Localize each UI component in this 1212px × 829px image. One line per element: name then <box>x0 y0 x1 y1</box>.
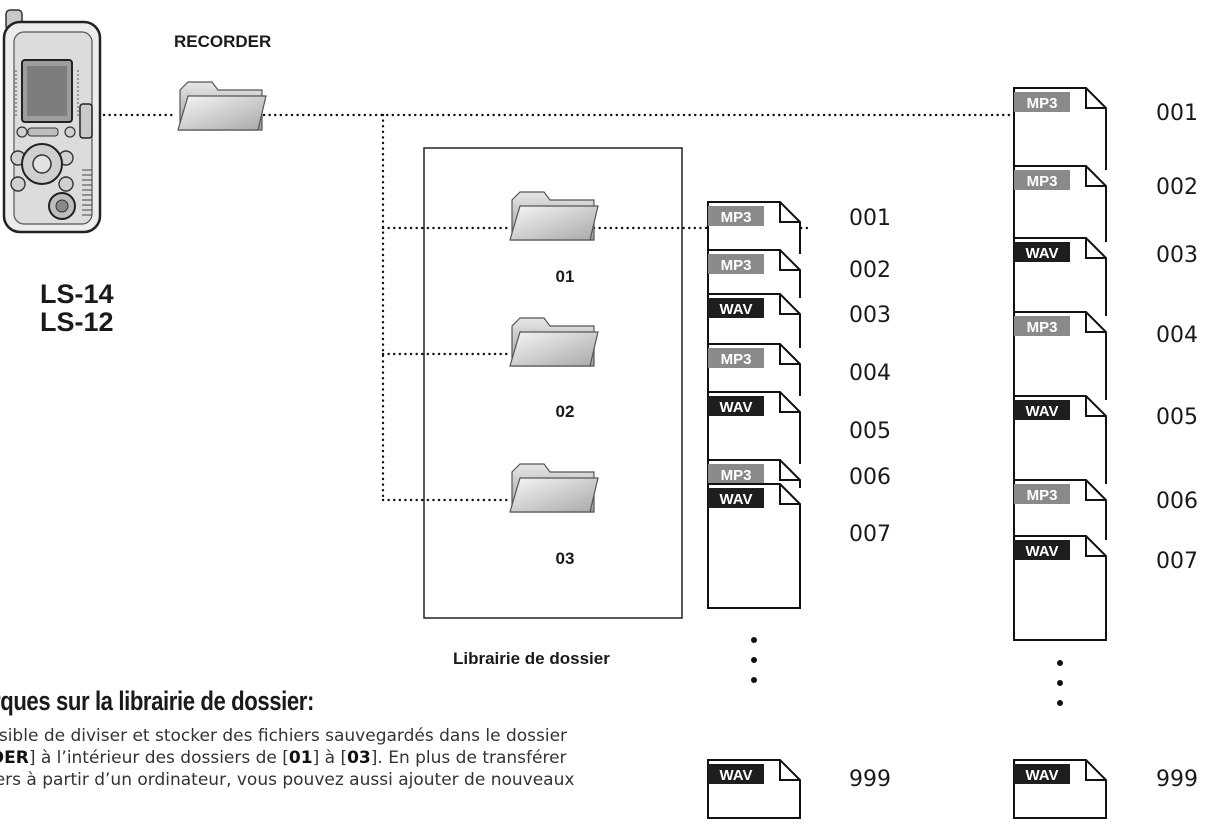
root-folder-label: RECORDER <box>174 32 271 51</box>
page-fold-icon <box>1085 760 1106 781</box>
folder-03-label: 03 <box>556 549 575 568</box>
file-type-badge-text: MP3 <box>721 257 752 274</box>
file-type-badge-text: MP3 <box>721 351 752 368</box>
voice-recorder-icon <box>2 9 102 234</box>
file-type-badge <box>1014 242 1070 262</box>
folder-library-caption: Librairie de dossier <box>453 649 610 668</box>
file-type-badge <box>1014 540 1070 560</box>
folder-library-box <box>423 147 683 619</box>
page-fold-icon <box>779 344 800 365</box>
file-type-badge-text: WAV <box>1025 245 1058 262</box>
file-type-badge-text: MP3 <box>1027 319 1058 336</box>
file-number: 002 <box>849 258 891 283</box>
page-fold-icon <box>779 760 800 781</box>
file-number: 003 <box>1156 243 1198 268</box>
ellipsis-dot <box>751 657 757 663</box>
folder-01-label: 01 <box>556 267 575 286</box>
ellipsis-dot <box>1057 700 1063 706</box>
file-type-badge <box>708 348 764 368</box>
file-type-badge-text: WAV <box>1025 543 1058 560</box>
notes-line-2-bold: DER <box>0 748 29 768</box>
device-model-1: LS-14 <box>40 279 114 309</box>
file-type-badge <box>1014 316 1070 336</box>
file-type-badge-text: MP3 <box>1027 487 1058 504</box>
file-type-badge-text: MP3 <box>721 209 752 226</box>
folder-02-icon[interactable] <box>509 317 599 367</box>
file-type-badge <box>1014 484 1070 504</box>
file-type-badge <box>1014 764 1070 784</box>
ellipsis-dot <box>751 637 757 643</box>
file-number: 004 <box>1156 323 1198 348</box>
folder-library-notes: rques sur la librairie de dossier: ssibl… <box>0 686 690 791</box>
file-type-badge <box>708 396 764 416</box>
page-fold-icon <box>779 392 800 413</box>
page-fold-icon <box>779 460 800 481</box>
file-type-badge <box>708 464 764 484</box>
page-fold-icon <box>779 250 800 271</box>
file-number: 007 <box>849 522 891 547</box>
file-type-badge-text: WAV <box>719 767 752 784</box>
file-type-badge <box>708 254 764 274</box>
page-fold-icon <box>779 294 800 315</box>
notes-title: rques sur la librairie de dossier: <box>0 686 314 716</box>
page-fold-icon <box>1085 480 1106 501</box>
page-fold-icon <box>1085 88 1106 109</box>
ellipsis-dot <box>1057 660 1063 666</box>
file-number: 005 <box>849 419 891 444</box>
file-type-badge-text: MP3 <box>1027 95 1058 112</box>
ellipsis-dot <box>751 677 757 683</box>
file-number: 999 <box>1156 767 1198 792</box>
file-type-badge-text: WAV <box>719 301 752 318</box>
folder-03-icon[interactable] <box>509 463 599 513</box>
file-number: 999 <box>849 767 891 792</box>
device-model-2: LS-12 <box>40 307 114 337</box>
folder-02-label: 02 <box>556 402 575 421</box>
file-number: 005 <box>1156 405 1198 430</box>
page-fold-icon <box>1085 166 1106 187</box>
file-type-badge <box>708 298 764 318</box>
file-number: 001 <box>1156 101 1198 126</box>
file-number: 002 <box>1156 175 1198 200</box>
file-type-badge-text: WAV <box>1025 403 1058 420</box>
file-type-badge <box>708 488 764 508</box>
file-type-badge <box>1014 92 1070 112</box>
file-number: 003 <box>849 303 891 328</box>
file-type-badge-text: WAV <box>719 491 752 508</box>
page-fold-icon <box>1085 312 1106 333</box>
page-fold-icon <box>1085 536 1106 557</box>
page-fold-icon <box>1085 238 1106 259</box>
folder-01-icon[interactable] <box>509 191 599 241</box>
file-number: 007 <box>1156 549 1198 574</box>
notes-line-3: iers à partir d’un ordinateur, vous pouv… <box>0 770 575 790</box>
file-number: 004 <box>849 361 891 386</box>
file-type-badge-text: WAV <box>1025 767 1058 784</box>
file-type-badge <box>708 764 764 784</box>
file-number: 006 <box>849 465 891 490</box>
page-fold-icon <box>779 484 800 505</box>
page-fold-icon <box>779 202 800 223</box>
file-number: 006 <box>1156 489 1198 514</box>
file-type-badge-text: MP3 <box>721 467 752 484</box>
page-fold-icon <box>1085 396 1106 417</box>
notes-body: ssible de diviser et stocker des fichier… <box>0 725 690 791</box>
file-type-badge <box>1014 400 1070 420</box>
file-type-badge-text: MP3 <box>1027 173 1058 190</box>
file-number: 001 <box>849 206 891 231</box>
file-type-badge-text: WAV <box>719 399 752 416</box>
ellipsis-dot <box>1057 680 1063 686</box>
file-type-badge <box>708 206 764 226</box>
root-folder-icon[interactable] <box>177 81 267 131</box>
notes-line-1: ssible de diviser et stocker des fichier… <box>0 726 568 746</box>
file-type-badge <box>1014 170 1070 190</box>
